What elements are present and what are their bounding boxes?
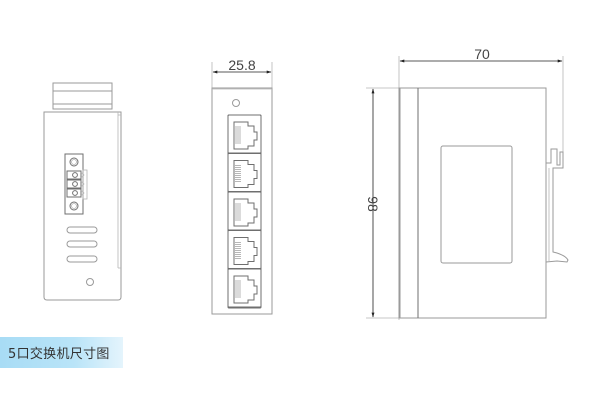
rj45-port-5 [227, 268, 262, 308]
front-view: 25.8 [211, 57, 273, 315]
figure-caption: 5口交换机尺寸图 [0, 337, 123, 368]
power-terminal-block [64, 153, 88, 215]
rj45-port-4 [227, 230, 262, 269]
caption-text: 5口交换机尺寸图 [8, 347, 110, 362]
width-dimension-label: 25.8 [228, 57, 255, 73]
left-body [43, 111, 122, 301]
terminal-screw-bottom-icon [69, 201, 79, 211]
height-dimension-label: 98 [365, 196, 381, 212]
left-view [43, 82, 122, 301]
front-body [211, 87, 273, 315]
depth-dimension-label: 70 [474, 46, 490, 62]
rj45-port-2 [227, 153, 262, 192]
din-rail-clip [545, 148, 569, 263]
vent-slot-1 [66, 226, 98, 234]
vent-slot-2 [66, 240, 98, 248]
vent-slot-3 [66, 255, 98, 263]
led-indicator-icon [232, 99, 240, 107]
terminal-pin-3 [66, 188, 85, 198]
top-clip [52, 82, 113, 110]
ground-hole-icon [86, 278, 94, 286]
terminal-pin-1 [66, 170, 85, 180]
side-view: 70 98 [365, 46, 569, 320]
rj45-port-3 [227, 191, 262, 231]
terminal-pin-2 [66, 179, 85, 189]
label-window [440, 145, 513, 264]
side-body [398, 87, 547, 319]
rj45-port-shape [227, 114, 262, 154]
terminal-screw-top-icon [69, 157, 79, 167]
